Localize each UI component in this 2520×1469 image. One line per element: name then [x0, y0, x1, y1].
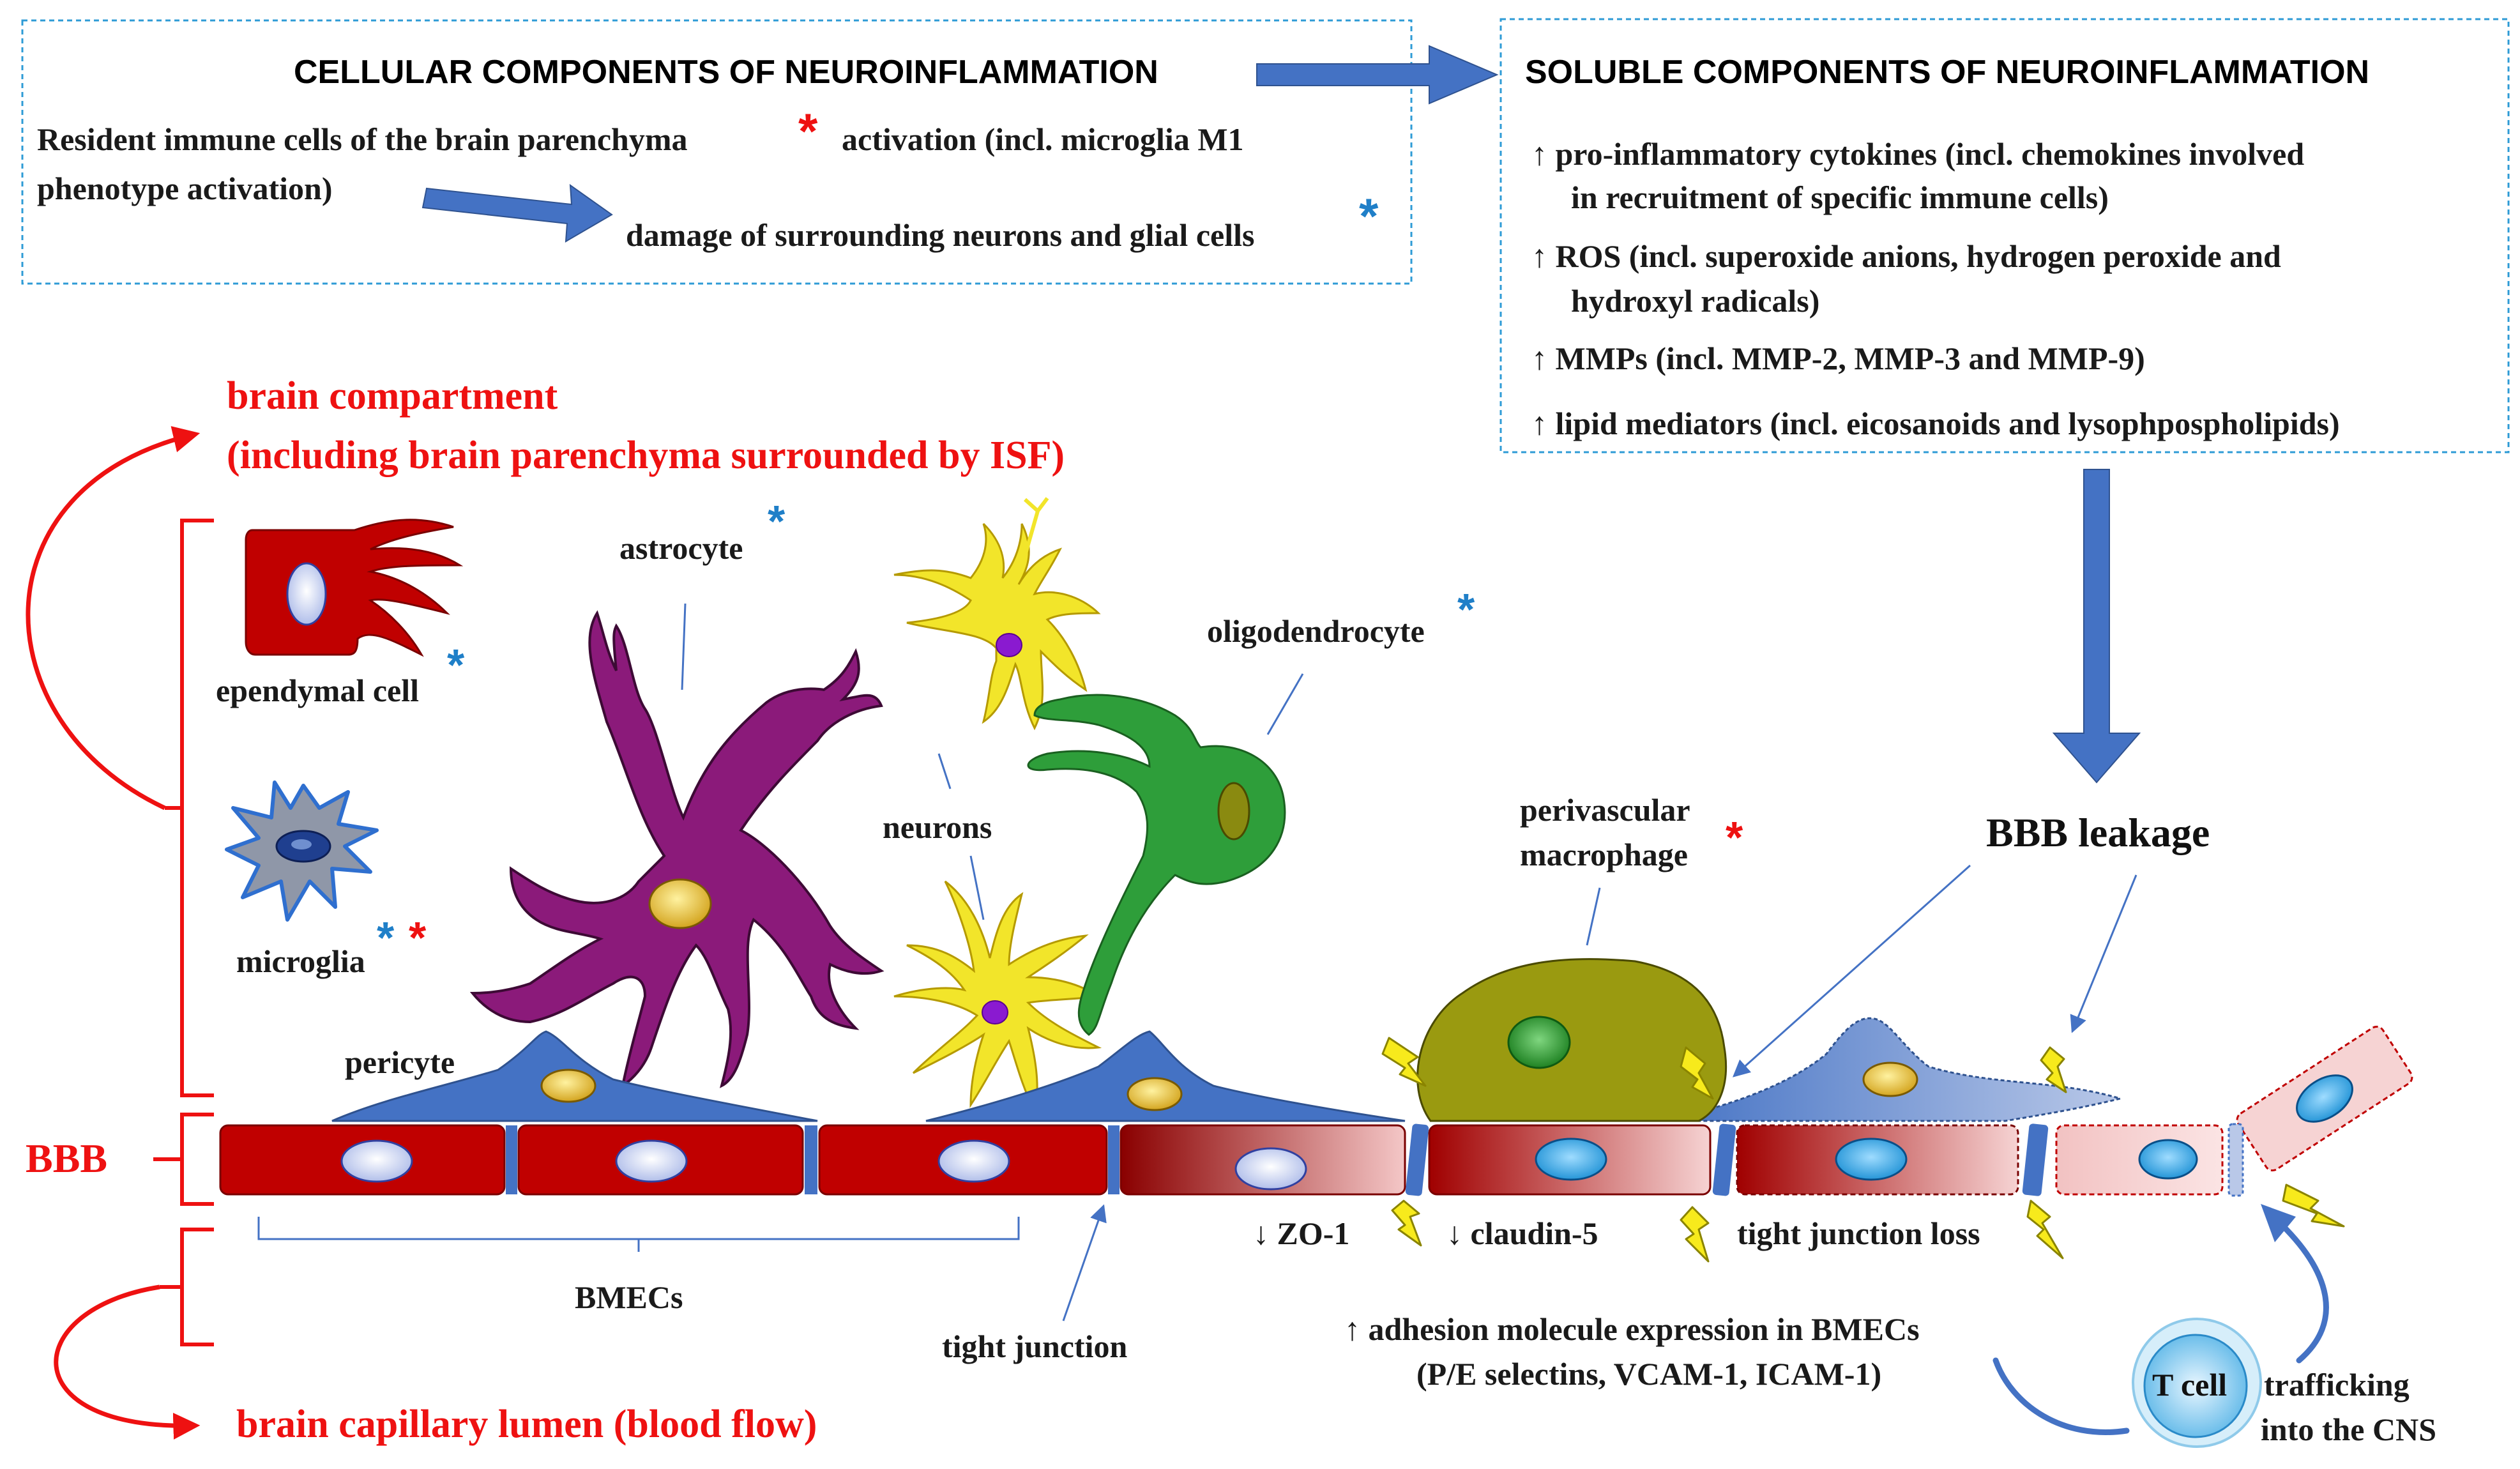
neuron-1 [893, 497, 1101, 731]
adhesion-label-line2: (P/E selectins, VCAM-1, ICAM-1) [1416, 1356, 1881, 1392]
bbb-leakage-arrow-1 [1732, 864, 1971, 1077]
neurons-pointer-2 [969, 855, 985, 920]
soluble-title: SOLUBLE COMPONENTS OF NEUROINFLAMMATION [1525, 54, 2369, 91]
cellular-line1b: activation (incl. microglia M1 [842, 121, 1244, 157]
tight-junctions [506, 1123, 2244, 1197]
soluble-item-3-line1: ↑ MMPs (incl. MMP-2, MMP-3 and MMP-9) [1531, 340, 2145, 376]
lightning-bolts [1381, 1037, 2345, 1263]
tight-junction-pointer [1062, 1204, 1107, 1321]
neurons-pointer-1 [937, 753, 952, 789]
brain-compartment-label: brain compartment [227, 374, 558, 418]
lumen-label: brain capillary lumen (blood flow) [236, 1403, 817, 1446]
brain-compartment-sublabel: (including brain parenchyma surrounded b… [227, 434, 1065, 477]
ependymal-blue-asterisk: * [447, 640, 465, 690]
cellular-damage-arrow [421, 183, 613, 243]
soluble-box [1499, 18, 2510, 453]
ependymal-cell [245, 519, 464, 657]
t-cell [2132, 1318, 2262, 1448]
soluble-to-leakage-arrow [2052, 469, 2141, 784]
astrocyte-blue-asterisk: * [768, 496, 786, 546]
ependymal-label: ependymal cell [216, 673, 419, 708]
tcell-label: T cell [2152, 1367, 2227, 1403]
adhesion-label-line1: ↑ adhesion molecule expression in BMECs [1344, 1311, 1920, 1347]
bbb-label: BBB [26, 1136, 107, 1181]
lumen-bracket [160, 1228, 214, 1346]
zo1-label: ↓ ZO-1 [1253, 1215, 1349, 1251]
astrocyte-label: astrocyte [619, 530, 743, 566]
perivascular-macrophage [1416, 958, 1727, 1122]
soluble-item-4-line1: ↑ lipid mediators (incl. eicosanoids and… [1531, 406, 2340, 441]
microglia-label: microglia [236, 943, 365, 979]
cellular-red-asterisk: * [798, 103, 818, 159]
soluble-item-2-line2: hydroxyl radicals) [1571, 283, 1819, 319]
soluble-item-2-line1: ↑ ROS (incl. superoxide anions, hydrogen… [1531, 238, 2281, 274]
bbb-leakage-label: BBB leakage [1986, 810, 2210, 855]
tcell-trafficking-arrow [1992, 1217, 2329, 1435]
perivascular-red-asterisk: * [1726, 812, 1743, 862]
perivascular-label-line2: macrophage [1520, 837, 1688, 872]
cellular-to-soluble-arrow [1256, 45, 1499, 105]
lumen-curved-arrow [54, 1284, 201, 1440]
pericyte-label: pericyte [345, 1044, 455, 1080]
microglia-red-asterisk: * [409, 913, 427, 963]
brain-compartment-curved-arrow [26, 426, 201, 811]
cellular-blue-asterisk: * [1359, 188, 1379, 244]
tight-junction-loss-label: tight junction loss [1737, 1215, 1980, 1251]
perivascular-pointer [1586, 887, 1601, 946]
neuron-2 [893, 880, 1102, 1115]
cellular-line3: damage of surrounding neurons and glial … [626, 217, 1254, 253]
microglia-blue-asterisk: * [377, 913, 395, 963]
pericyte-1 [331, 1030, 818, 1122]
microglia-cell [225, 780, 379, 922]
perivascular-label-line1: perivascular [1520, 792, 1690, 828]
tcell-arrow-head [2261, 1204, 2296, 1242]
cellular-box [21, 19, 1413, 285]
bmecs-label: BMECs [575, 1279, 683, 1315]
bbb-leakage-arrow-2 [2070, 874, 2137, 1033]
cellular-title: CELLULAR COMPONENTS OF NEUROINFLAMMATION [294, 54, 1158, 91]
bmecs-brace [257, 1217, 1020, 1252]
astrocyte-pointer [681, 603, 687, 690]
cellular-line2: phenotype activation) [37, 171, 333, 206]
pericyte-2 [925, 1030, 1406, 1122]
trafficking-label-line2: into the CNS [2261, 1412, 2436, 1447]
astrocyte-cell [469, 610, 884, 1089]
pericyte-3-damaged [1660, 1017, 2124, 1122]
oligodendrocyte-blue-asterisk: * [1457, 584, 1475, 634]
oligodendrocyte-label: oligodendrocyte [1207, 613, 1425, 649]
soluble-item-1-line1: ↑ pro-inflammatory cytokines (incl. chem… [1531, 136, 2304, 172]
brain-bracket [165, 519, 214, 1097]
bmec-row [219, 1025, 2413, 1196]
soluble-item-1-line2: in recruitment of specific immune cells) [1571, 179, 2109, 215]
oligodendrocyte-pointer [1266, 673, 1304, 735]
tight-junction-label: tight junction [942, 1328, 1128, 1364]
oligodendrocyte-cell [1027, 694, 1286, 1036]
claudin5-label: ↓ claudin-5 [1446, 1215, 1598, 1251]
trafficking-label-line1: trafficking [2264, 1367, 2410, 1403]
bbb-bracket [153, 1113, 214, 1206]
cellular-line1: Resident immune cells of the brain paren… [37, 121, 687, 157]
neurons-label: neurons [883, 809, 992, 845]
